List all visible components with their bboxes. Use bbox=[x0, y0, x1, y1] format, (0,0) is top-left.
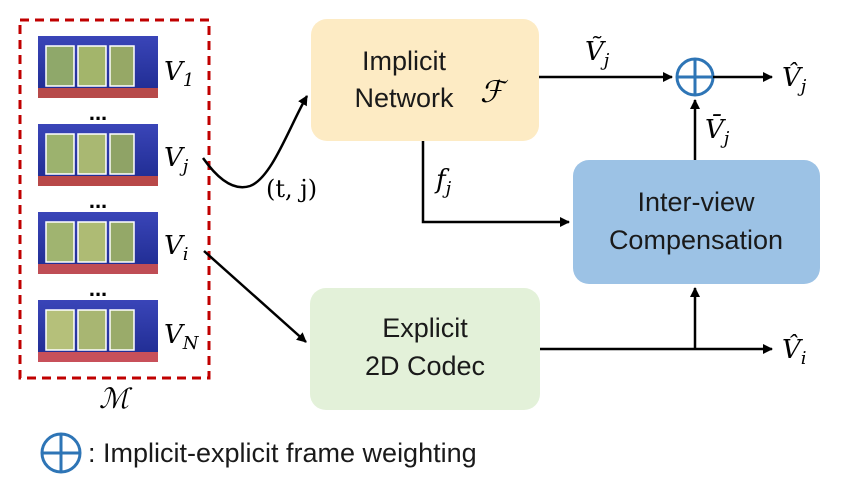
arrow-feature-to-compensation bbox=[421, 141, 570, 227]
ellipsis-1: ... bbox=[89, 100, 107, 125]
view-label-n: VN bbox=[164, 320, 200, 354]
view-thumbnail-1 bbox=[38, 36, 158, 98]
view-group-box bbox=[18, 18, 211, 380]
view-thumbnail-j bbox=[38, 124, 158, 186]
view-group-label: ℳ bbox=[99, 382, 133, 415]
interview-compensation-line1: Inter-view bbox=[637, 187, 755, 217]
arrow-vi-to-explicit bbox=[203, 250, 307, 343]
implicit-network-line1: Implicit bbox=[362, 46, 447, 76]
implicit-network-box bbox=[311, 19, 539, 141]
view-thumbnail-i bbox=[38, 212, 158, 274]
implicit-output-label: Ṽj bbox=[585, 35, 610, 71]
view-label-j: Vj bbox=[164, 143, 189, 177]
final-output-i-label: V̂i bbox=[782, 334, 807, 369]
final-output-j-label: V̂j bbox=[782, 62, 807, 97]
feature-label: fj bbox=[434, 165, 452, 199]
view-label-i: Vi bbox=[164, 231, 189, 265]
arrow-vj-to-implicit bbox=[201, 95, 309, 189]
legend-weighting-icon bbox=[40, 432, 82, 474]
explicit-codec-line1: Explicit bbox=[382, 313, 468, 343]
weighting-symbol bbox=[675, 57, 715, 97]
implicit-network-line2: Network bbox=[354, 83, 454, 113]
input-coordinate-label: (t, j) bbox=[266, 175, 317, 203]
explicit-codec-box bbox=[310, 288, 540, 410]
interview-compensation-box bbox=[573, 160, 820, 284]
view-label-1: V1 bbox=[164, 57, 194, 91]
explicit-codec-line2: 2D Codec bbox=[365, 351, 485, 381]
legend-text: : Implicit-explicit frame weighting bbox=[88, 438, 477, 468]
ellipsis-3: ... bbox=[89, 276, 107, 301]
view-thumbnail-n bbox=[38, 300, 158, 362]
interview-compensation-line2: Compensation bbox=[609, 225, 783, 255]
compensation-output-label: V̄j bbox=[705, 113, 730, 149]
ellipsis-2: ... bbox=[89, 188, 107, 213]
